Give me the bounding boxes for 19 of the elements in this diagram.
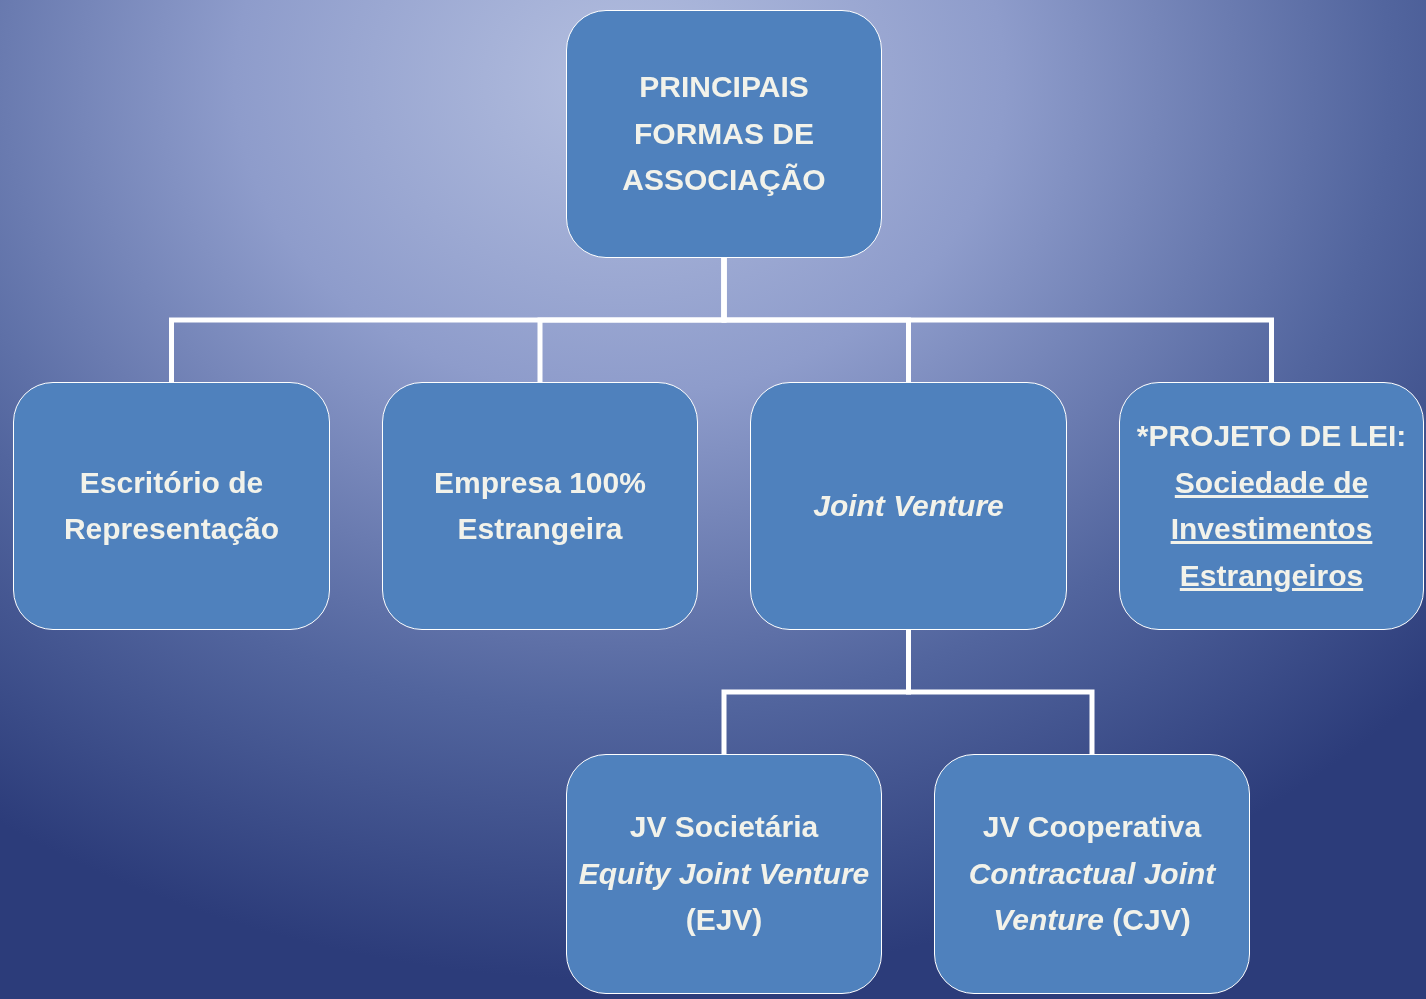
node-title: JV Cooperativa <box>982 809 1202 846</box>
category-box <box>750 382 1067 630</box>
node-title: JV Societária <box>629 809 819 846</box>
node-subtitle: Sociedade de Investimentos Estrangeiros <box>1169 464 1374 594</box>
category-box <box>13 382 330 630</box>
subcategory-box <box>934 754 1250 994</box>
node-title: *PROJETO DE LEI: <box>1136 418 1407 454</box>
category-box <box>382 382 698 630</box>
node-subtitle: Equity Joint Venture (EJV) <box>577 855 871 939</box>
root-box <box>566 10 882 258</box>
connector-line <box>721 258 1274 382</box>
node-title: PRINCIPAIS FORMAS DE ASSOCIAÇÃO <box>621 69 827 199</box>
node-title: Empresa 100% Estrangeira <box>433 464 647 547</box>
category-box <box>1119 382 1424 630</box>
subcategory-box <box>566 754 882 994</box>
connector-line <box>906 630 1095 754</box>
node-title: Joint Venture <box>813 487 1004 524</box>
node-subtitle: Contractual Joint Venture (CJV) <box>967 855 1218 939</box>
node-title: Escritório de Representação <box>62 464 281 547</box>
